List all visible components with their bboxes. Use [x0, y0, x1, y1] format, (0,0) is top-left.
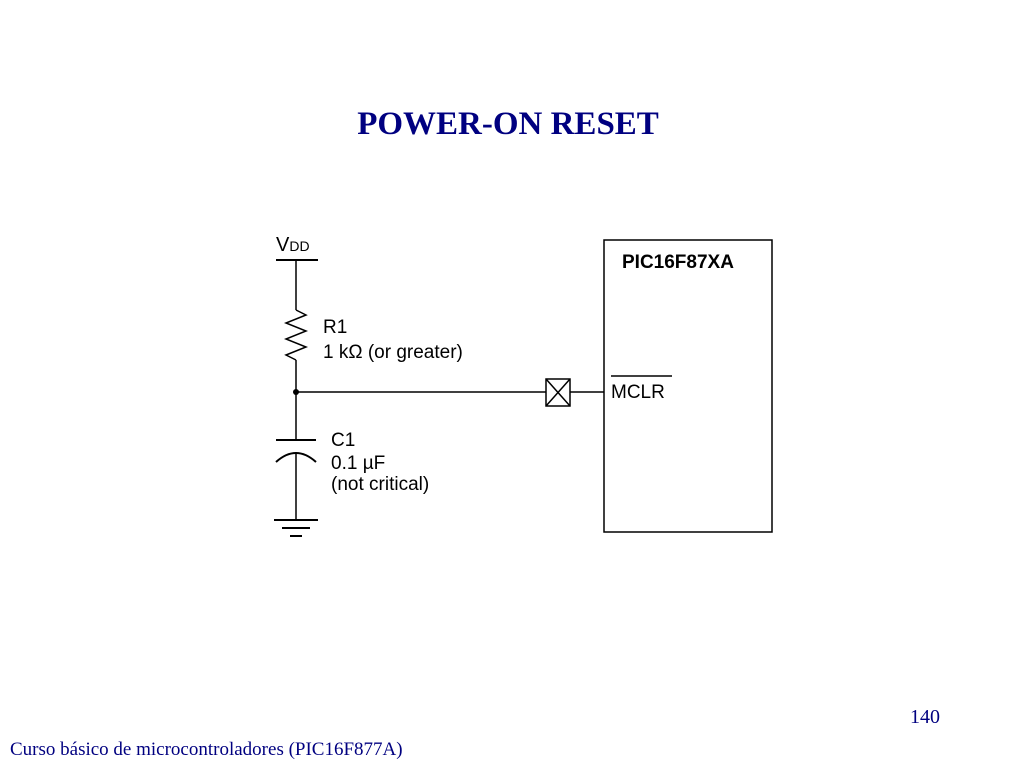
- vdd-label-main: V: [276, 234, 290, 256]
- r1-value-label: 1 kΩ (or greater): [323, 342, 463, 363]
- c1-note-label: (not critical): [331, 474, 429, 495]
- mclr-pin-label: MCLR: [611, 382, 665, 403]
- vdd-label: VDD: [276, 234, 310, 256]
- pin-connector-cross-b: [545, 378, 571, 407]
- c1-value-label: 0.1 µF: [331, 453, 385, 474]
- r1-name-label: R1: [323, 317, 347, 338]
- r1-resistor-symbol: [283, 309, 309, 361]
- footer-text: Curso básico de microcontroladores (PIC1…: [10, 739, 403, 760]
- vdd-label-sub: DD: [289, 238, 309, 254]
- ground-symbol: [274, 519, 318, 537]
- chip-box: [603, 239, 773, 533]
- slide-title: POWER-ON RESET: [357, 106, 659, 142]
- page-number: 140: [910, 706, 940, 728]
- chip-name-label: PIC16F87XA: [622, 252, 734, 273]
- c1-name-label: C1: [331, 430, 355, 451]
